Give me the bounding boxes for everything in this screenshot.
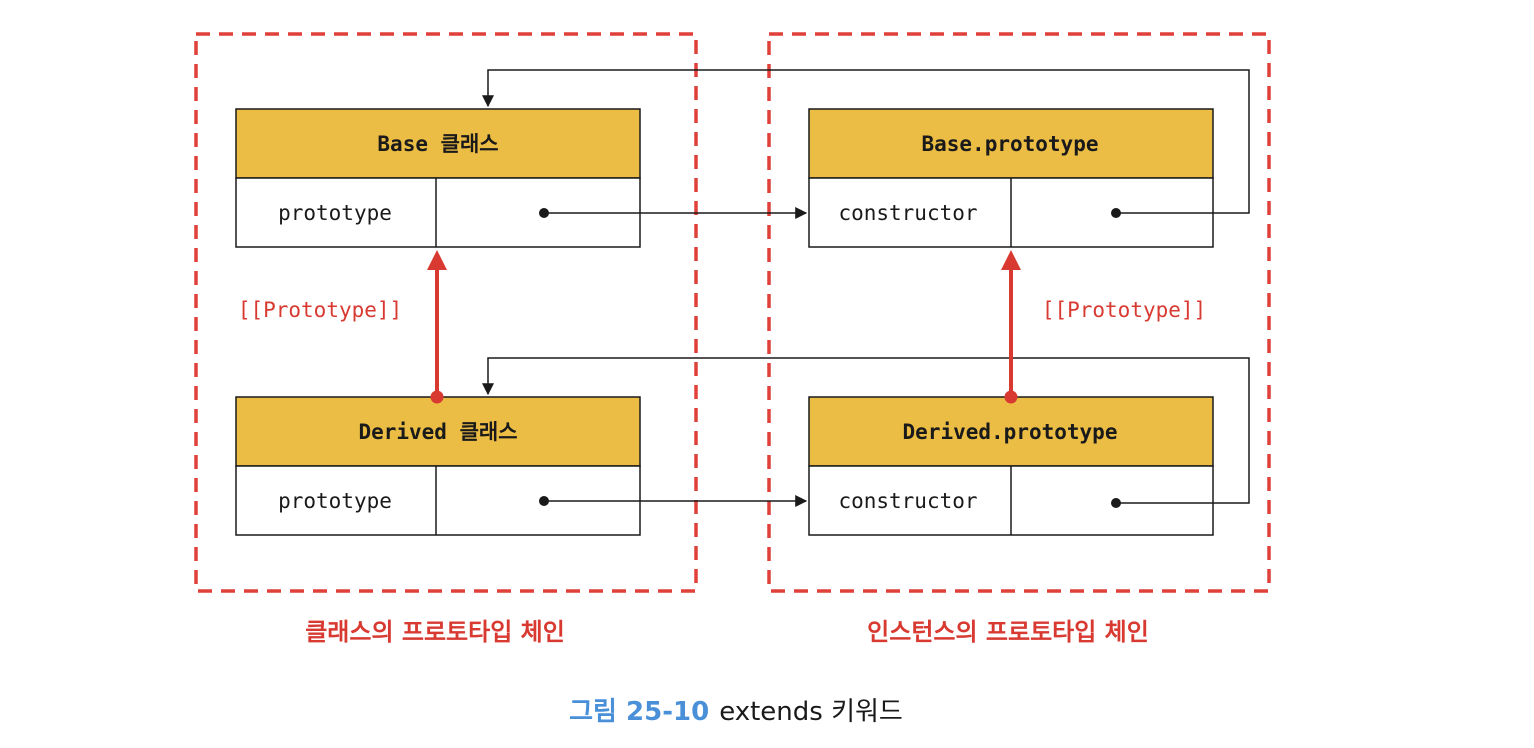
instance-prototype-label: [[Prototype]]	[1042, 298, 1206, 322]
derived-prototype-box: Derived.prototype constructor	[808, 396, 1214, 536]
derived-class-title: Derived 클래스	[358, 420, 517, 444]
base-class-field: prototype	[278, 201, 392, 225]
base-class-box: Base 클래스 prototype	[235, 108, 641, 248]
figure-caption: 그림 25-10 extends 키워드	[569, 697, 903, 727]
derived-class-box: Derived 클래스 prototype	[235, 396, 641, 536]
figure-number: 그림 25-10	[569, 697, 709, 727]
base-prototype-field: constructor	[838, 201, 977, 225]
class-chain-label: 클래스의 프로토타입 체인	[305, 618, 565, 646]
derived-constructor-pointer	[482, 357, 1250, 508]
base-prototype-pointer	[539, 207, 808, 219]
instance-prototype-link: [[Prototype]]	[1001, 250, 1206, 404]
base-class-title: Base 클래스	[377, 132, 498, 156]
base-constructor-pointer	[482, 69, 1250, 218]
derived-prototype-pointer	[539, 495, 808, 507]
base-prototype-title: Base.prototype	[921, 132, 1098, 156]
base-prototype-box: Base.prototype constructor	[808, 108, 1214, 248]
class-prototype-label: [[Prototype]]	[238, 298, 402, 322]
instance-chain-label: 인스턴스의 프로토타입 체인	[867, 618, 1149, 646]
class-prototype-link: [[Prototype]]	[238, 250, 447, 404]
derived-prototype-field: constructor	[838, 489, 977, 513]
derived-class-field: prototype	[278, 489, 392, 513]
derived-prototype-title: Derived.prototype	[903, 420, 1118, 444]
figure-title: extends 키워드	[719, 697, 903, 727]
